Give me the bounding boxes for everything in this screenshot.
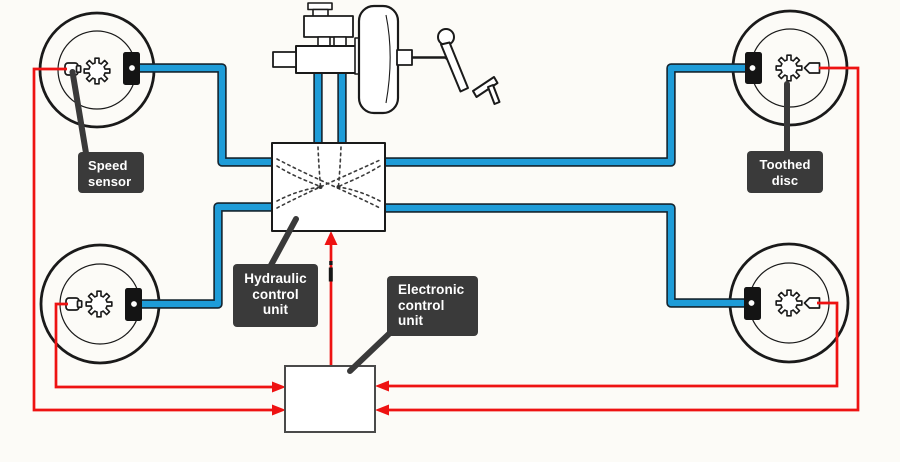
wire-rear-right [388,301,839,388]
wire-rear-left [54,302,273,389]
label-line: disc [771,172,799,188]
wire-front-right [388,66,860,412]
wire-front-left [32,67,273,412]
label-line: control [398,297,445,313]
toothed-disc-gear-icon [83,57,111,85]
label-line: Speed [88,158,128,173]
pipe-fitting [129,65,135,71]
fluid-reservoir [303,15,354,38]
valve-node [336,185,341,189]
wire-tick [329,261,333,265]
hydraulic-control-unit-box [271,142,386,232]
label-line: unit [398,313,424,328]
toothed-disc-gear-icon [85,290,113,318]
toothed-disc-gear-icon [775,54,803,82]
brake-booster [357,4,400,115]
arrowhead-icon [375,404,389,416]
booster-output [396,49,413,66]
label-line: sensor [88,173,132,189]
label-line: Toothed [759,157,811,172]
speed-sensor-front-right [803,62,821,74]
hydraulic-unit-pointer [267,216,299,270]
wheel-speed-sensors [64,62,821,311]
electronic-unit-pointer [347,328,395,374]
electronic-control-unit-box [284,365,376,433]
label-line: control [252,286,299,302]
hydraulic-brake-lines [131,63,752,309]
speed-sensor-label: Speed sensor [78,152,144,193]
brake-line-rear-left [135,203,276,308]
arrowhead-icon [375,380,389,392]
reservoir-cap [307,2,333,11]
label-line: Electronic [398,282,465,297]
reservoir-port [317,36,331,47]
master-cylinder-body [295,45,360,74]
speed-sensor-rear-left [65,297,83,311]
brake-line-front-right [381,64,752,166]
pipe-fitting [749,65,756,71]
valve-node [318,185,323,189]
reservoir-port [333,36,347,47]
callout-pointers [69,69,790,374]
brake-line-front-left [131,64,276,166]
sensor-signal-wires [32,66,860,416]
electronic-control-unit-label: Electronic control unit [387,276,478,336]
arrowhead-icon [272,404,286,416]
pipe-fitting [131,301,137,307]
arrowhead-icon [324,231,338,245]
wire-tick [328,267,333,282]
toothed-disc-label: Toothed disc [747,151,823,193]
hydraulic-control-unit-label: Hydraulic control unit [233,264,318,327]
arrowhead-icon [272,381,286,393]
master-cylinder-assembly [272,2,501,115]
speed-sensor-pointer [69,69,89,156]
pipe-fitting [748,300,755,306]
brake-line-rear-right [381,204,751,307]
label-line: unit [262,302,289,317]
cylinder-end-stub [272,51,297,68]
booster-rim-line [385,14,391,104]
label-line: Hydraulic [244,271,307,286]
brake-pedal [437,28,501,105]
brake-calipers [123,52,762,321]
toothed-disc-gear-icon [775,289,803,317]
